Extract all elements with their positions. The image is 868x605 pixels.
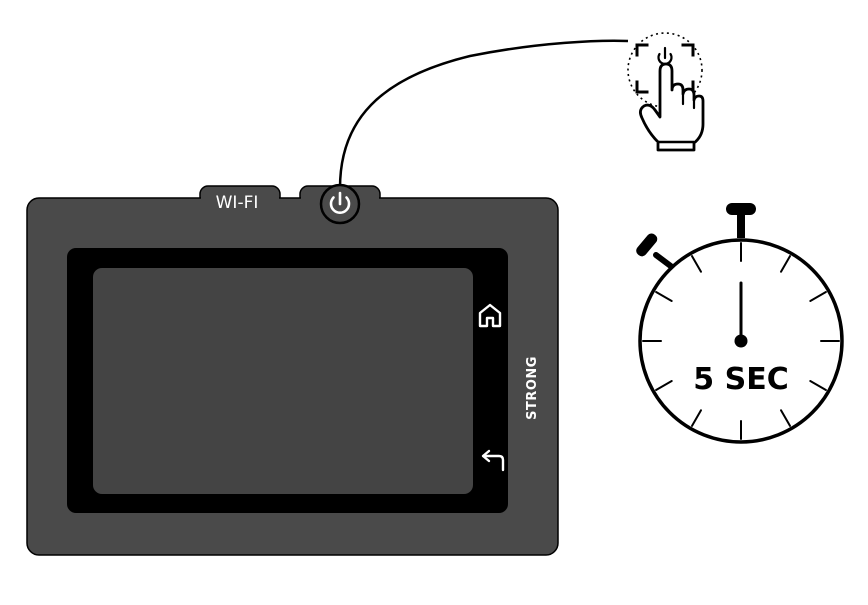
- finger-press-icon: [627, 32, 705, 152]
- stopwatch-tick: [691, 255, 702, 273]
- stopwatch-tick: [809, 380, 827, 391]
- home-icon: [478, 303, 502, 328]
- stopwatch-tick: [655, 380, 673, 391]
- stopwatch-tick: [780, 409, 791, 427]
- connector-line: [338, 39, 629, 189]
- stopwatch-tick: [780, 255, 791, 273]
- stopwatch-side-button: [636, 233, 658, 257]
- stopwatch-tick: [655, 291, 673, 302]
- timer-label: 5 SEC: [693, 362, 788, 397]
- home-button[interactable]: [478, 303, 502, 328]
- back-button[interactable]: [481, 449, 505, 472]
- stopwatch-tick: [691, 409, 702, 427]
- device: WI-FI STRONG: [26, 183, 559, 556]
- wifi-label: WI-FI: [216, 193, 259, 213]
- stopwatch-crown: [726, 203, 756, 215]
- stopwatch-icon: 5 SEC: [636, 203, 844, 444]
- display-screen: [93, 268, 473, 494]
- power-icon: [329, 191, 351, 214]
- back-arrow-icon: [481, 449, 505, 472]
- stopwatch-hub: [734, 334, 748, 348]
- brand-label: STRONG: [525, 356, 540, 420]
- power-button[interactable]: [319, 183, 361, 225]
- stopwatch-tick: [809, 291, 827, 302]
